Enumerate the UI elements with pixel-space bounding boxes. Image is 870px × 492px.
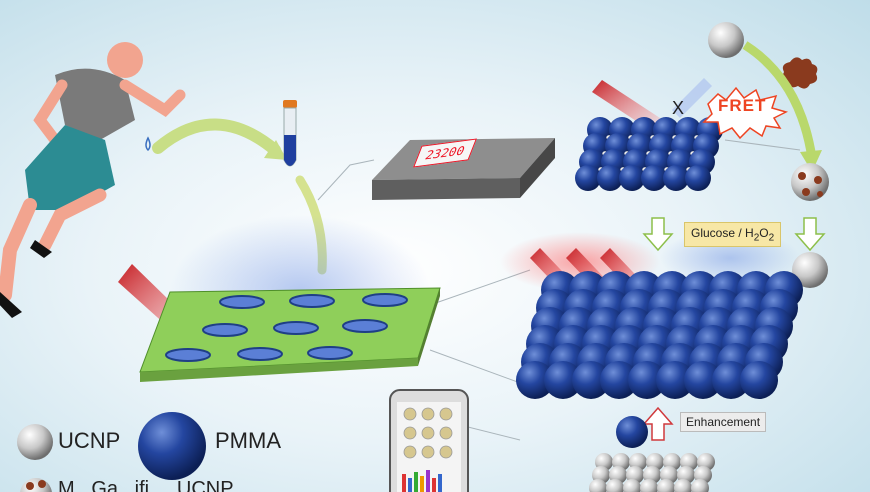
blocked-mark: X [672,98,685,118]
fret-label: FRET [718,96,767,115]
sample-flow-arrowhead [264,140,287,160]
bind-arrow [742,41,817,159]
pmma-sphere [516,361,554,399]
enhancement-label: Enhancement [680,412,767,432]
pmma-sphere [685,165,711,191]
runner-icon [0,42,186,318]
pmma-sphere [544,361,582,399]
ucnp-sphere [589,479,607,492]
ucnp-sphere [674,479,692,492]
microwell-chip-icon [139,287,441,382]
ucnp-sphere [606,479,624,492]
pmma-sphere [641,165,667,191]
legend-pmma-icon [138,412,206,480]
pmma-sphere-small [616,416,648,448]
legend-modified-ucnp-icon [20,478,52,492]
ucnp-lattice-bottom [589,453,715,492]
smartphone-icon [389,389,469,492]
ucnp-sphere [640,479,658,492]
emission-beam-top [672,78,712,118]
sample-flow-arrow [152,118,281,156]
pmma-sphere [628,361,666,399]
legend-modified-ucnp-label: M...Ga...ifi.. ..UCNP [58,478,234,492]
legend-pmma-label: PMMA [215,428,281,453]
ucnp-sphere [657,479,675,492]
ucnp-sphere-top [708,22,744,58]
pmma-sphere [656,361,694,399]
pmma-lattice-bottom [516,271,803,399]
legend-ucnp-label: UCNP [58,428,121,453]
pmma-lattice-top [575,117,723,191]
pmma-sphere [712,361,750,399]
pmma-sphere [663,165,689,191]
hollow-arrow-icon [642,217,826,252]
pmma-sphere [600,361,638,399]
ucnp-sphere-right [792,252,828,288]
legend-ucnp-icon [17,424,53,460]
glucose-label: Glucose / H2O2 [684,222,782,248]
pmma-sphere [740,361,778,399]
enzyme-blob-icon [782,57,818,89]
pmma-sphere [575,165,601,191]
pmma-sphere [572,361,610,399]
sample-tube-icon [283,100,297,167]
pmma-sphere [684,361,722,399]
sweat-drop-icon [145,136,151,152]
enhancement-arrow-icon [642,406,674,441]
pmma-sphere [597,165,623,191]
ucnp-sphere [623,479,641,492]
pmma-sphere [619,165,645,191]
modified-ucnp-sphere [791,163,829,201]
fret-burst-icon [702,86,789,140]
ucnp-sphere [691,479,709,492]
